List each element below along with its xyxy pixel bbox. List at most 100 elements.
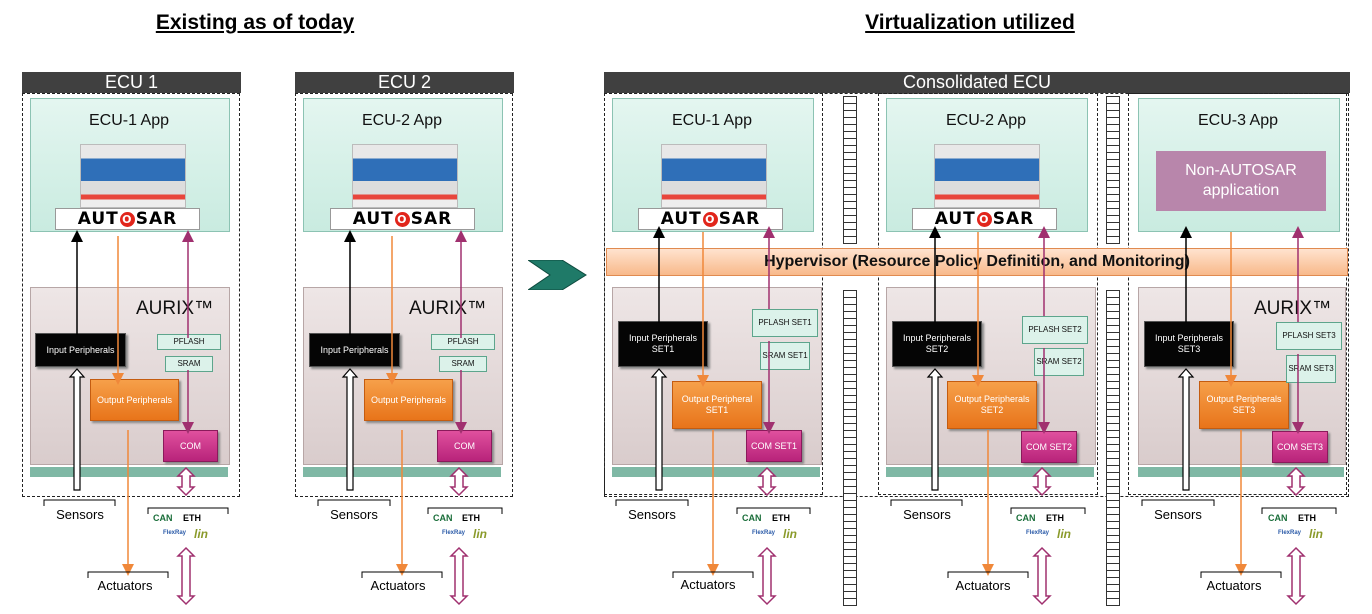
p3-bus-double-arrow [1286, 466, 1306, 497]
ecu1-sensors-label: Sensors [56, 507, 104, 522]
p3-eth-label: ETH [1298, 513, 1316, 523]
isolation-wall-2-lower-icon [1106, 290, 1120, 606]
transition-chevron-icon [528, 260, 587, 290]
ecu1-bus-double-arrow [176, 466, 196, 497]
ecu2-sram: SRAM [439, 356, 487, 372]
p2-sram: SRAM SET2 [1034, 348, 1084, 376]
p1-actuator-double-arrow [757, 546, 777, 606]
p2-com: COM SET2 [1021, 431, 1077, 463]
p3-pflash: PFLASH SET3 [1276, 322, 1342, 350]
p3-aurix-label: AURIX™ [1254, 298, 1332, 319]
hypervisor-band: Hypervisor (Resource Policy Definition, … [606, 248, 1348, 276]
ecu2-input-peripherals: Input Peripherals [309, 333, 400, 367]
ecu1-frame [22, 93, 240, 497]
p2-sensor-hollow-arrow [926, 368, 944, 491]
p1-actuators-bracket [672, 571, 754, 578]
isolation-wall-2-upper-icon [1106, 96, 1120, 244]
p2-bus-bracket [1010, 507, 1086, 514]
p3-actuators-label: Actuators [1206, 578, 1262, 593]
ecu2-autosar-stack-image [352, 144, 458, 208]
ecu2-bus-double-arrow [449, 466, 469, 497]
p1-sensor-hollow-arrow [650, 368, 668, 491]
p2-can-label: CAN [1016, 513, 1036, 523]
p2-sensors-label: Sensors [903, 507, 951, 522]
ecu2-can-label: CAN [433, 513, 453, 523]
p2-bus-strip [886, 467, 1094, 477]
p2-input-peripherals: Input Peripherals SET2 [892, 321, 982, 367]
p1-flexray-label: FlexRay [752, 530, 776, 536]
p1-lin-label: lin [783, 527, 797, 541]
consolidated-title-bar: Consolidated ECU [604, 72, 1350, 93]
ecu1-app-title: ECU-1 App [88, 112, 170, 129]
ecu1-sensors-bracket [43, 499, 116, 506]
ecu2-output-peripherals: Output Peripherals [364, 379, 453, 421]
p2-sensors-bracket [890, 499, 963, 506]
ecu2-sensors-label: Sensors [330, 507, 378, 522]
p2-flexray-label: FlexRay [1026, 530, 1050, 536]
p3-bus-bracket [1261, 507, 1337, 514]
ecu1-eth-label: ETH [183, 513, 201, 523]
p3-flexray-label: FlexRay [1278, 530, 1302, 536]
p2-eth-label: ETH [1046, 513, 1064, 523]
p1-can-label: CAN [742, 513, 762, 523]
ecu1-lin-label: lin [194, 527, 208, 541]
heading-existing: Existing as of today [155, 11, 355, 34]
p1-autosar-stack-image [661, 144, 767, 208]
p3-lin-label: lin [1309, 527, 1323, 541]
p2-actuators-label: Actuators [955, 578, 1011, 593]
p3-actuators-bracket [1200, 571, 1282, 578]
ecu1-flexray-label: FlexRay [163, 530, 187, 536]
ecu2-actuators-bracket [361, 571, 443, 578]
ecu2-flexray-label: FlexRay [442, 530, 466, 536]
p3-actuator-double-arrow [1286, 546, 1306, 606]
p3-output-peripherals: Output Peripherals SET3 [1199, 381, 1289, 429]
ecu1-sram: SRAM [165, 356, 213, 372]
ecu2-sensors-bracket [317, 499, 391, 506]
ecu1-title-bar: ECU 1 [22, 72, 241, 93]
p3-sensors-label: Sensors [1154, 507, 1202, 522]
p2-actuators-bracket [947, 571, 1029, 578]
p2-app-title: ECU-2 App [945, 112, 1027, 129]
p1-bus-bracket [736, 507, 811, 514]
ecu2-frame [295, 93, 513, 497]
ecu1-actuator-double-arrow [176, 546, 196, 606]
p1-app-title: ECU-1 App [671, 112, 753, 129]
partition3-frame [1128, 93, 1347, 495]
p2-output-peripherals: Output Peripherals SET2 [947, 381, 1037, 429]
p1-com: COM SET1 [746, 430, 802, 462]
ecu1-sensor-hollow-arrow [68, 368, 86, 491]
p3-can-label: CAN [1268, 513, 1288, 523]
p1-actuators-label: Actuators [680, 577, 736, 592]
ecu2-app-title: ECU-2 App [361, 112, 443, 129]
p2-actuator-double-arrow [1032, 546, 1052, 606]
ecu1-bus-bracket [147, 507, 229, 514]
ecu2-bus-bracket [427, 507, 503, 514]
p1-sensors-label: Sensors [628, 507, 676, 522]
p1-bus-strip [612, 467, 820, 477]
p3-sensor-hollow-arrow [1177, 368, 1195, 491]
ecu1-input-peripherals: Input Peripherals [35, 333, 126, 367]
ecu1-can-label: CAN [153, 513, 173, 523]
ecu1-autosar-stack-image [80, 144, 186, 208]
ecu2-actuator-double-arrow [449, 546, 469, 606]
ecu1-pflash: PFLASH [157, 334, 221, 350]
heading-virtualization: Virtualization utilized [865, 11, 1075, 34]
ecu2-eth-label: ETH [462, 513, 480, 523]
ecu2-lin-label: lin [473, 527, 487, 541]
p3-sensors-bracket [1141, 499, 1215, 506]
p1-output-peripherals: Output Peripheral SET1 [672, 381, 762, 429]
ecu1-actuators-bracket [87, 571, 169, 578]
ecu2-aurix-label: AURIX™ [409, 298, 487, 319]
p2-autosar-stack-image [934, 144, 1040, 208]
p2-pflash: PFLASH SET2 [1022, 316, 1088, 344]
p3-non-autosar-application: Non-AUTOSAR application [1156, 151, 1326, 211]
arrow-group [43, 226, 1337, 606]
ecu1-bus-strip [30, 467, 228, 477]
p2-lin-label: lin [1057, 527, 1071, 541]
p1-sensors-bracket [615, 499, 689, 506]
